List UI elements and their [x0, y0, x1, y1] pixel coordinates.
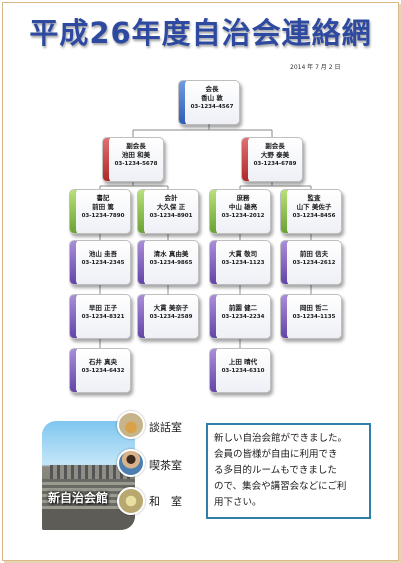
- org-node-member: 石井 真央 03-1234-6432: [69, 348, 131, 393]
- node-color-band: [210, 349, 217, 392]
- node-phone: 03-1234-6789: [253, 161, 297, 167]
- washitsu-icon: [117, 487, 145, 515]
- org-node-member: 大貫 美奈子 03-1234-2589: [137, 294, 199, 339]
- node-phone: 03-1234-9865: [149, 260, 193, 266]
- notice-line: 新しい自治会館ができました。: [214, 433, 348, 444]
- node-name: 大久保 正: [156, 203, 186, 211]
- room-label-japanese-room: 和 室: [149, 495, 182, 508]
- org-node-president: 会長 香山 敦 03-1234-4567: [178, 80, 240, 125]
- node-name: 岡田 哲二: [299, 304, 329, 312]
- issue-date: 2014 年 7 月 2 日: [290, 64, 341, 71]
- node-name: 前田 信夫: [299, 250, 329, 258]
- notice-line: ので、集会や講習会などにご利: [214, 481, 347, 492]
- node-phone: 03-1234-8456: [292, 213, 336, 219]
- node-phone: 03-1234-8321: [81, 314, 125, 320]
- node-role: 副会長: [126, 142, 146, 150]
- node-name: 大貫 敬司: [228, 250, 258, 258]
- notice-box: 新しい自治会館ができました。 会員の皆様が自由に利用でき る多目的ルームもできま…: [206, 423, 371, 519]
- node-color-band: [70, 349, 77, 392]
- node-color-band: [210, 295, 217, 338]
- node-name: 清水 真由美: [153, 250, 189, 258]
- tea-icon: [117, 411, 145, 439]
- node-name: 香山 敦: [201, 94, 223, 102]
- org-node-vice-right: 副会長 大野 泰美 03-1234-6789: [241, 137, 303, 182]
- org-node-secretary: 書記 前田 篤 03-1234-7890: [69, 189, 131, 234]
- node-phone: 03-1234-2012: [221, 213, 265, 219]
- org-node-member: 前園 健二 03-1234-2234: [209, 294, 271, 339]
- node-color-band: [281, 241, 288, 284]
- node-color-band: [70, 241, 77, 284]
- node-name: 中山 雄亮: [228, 203, 258, 211]
- node-phone: 03-1234-8901: [149, 213, 193, 219]
- node-name: 早田 正子: [88, 304, 118, 312]
- node-role: 庶務: [236, 194, 250, 202]
- node-name: 大貫 美奈子: [153, 304, 189, 312]
- community-hall-label: 新自治会館: [48, 491, 109, 505]
- node-role: 副会長: [265, 142, 285, 150]
- node-color-band: [210, 190, 217, 233]
- node-color-band: [179, 81, 186, 124]
- notice-line: る多目的ルームもできました: [214, 465, 337, 476]
- node-phone: 03-1234-1135: [292, 314, 336, 320]
- node-color-band: [138, 190, 145, 233]
- node-color-band: [242, 138, 249, 181]
- node-role: 監査: [307, 194, 321, 202]
- node-name: 上田 晴代: [228, 358, 258, 366]
- building-ground: [42, 509, 135, 530]
- node-name: 前田 篤: [92, 203, 114, 211]
- coffee-icon: [117, 449, 145, 477]
- node-color-band: [70, 190, 77, 233]
- node-color-band: [70, 295, 77, 338]
- node-phone: 03-1234-6310: [221, 368, 265, 374]
- org-node-member: 早田 正子 03-1234-8321: [69, 294, 131, 339]
- node-role: 会長: [205, 85, 219, 93]
- org-node-member: 清水 真由美 03-1234-9865: [137, 240, 199, 285]
- node-color-band: [210, 241, 217, 284]
- node-phone: 03-1234-6432: [81, 368, 125, 374]
- node-color-band: [281, 190, 288, 233]
- node-color-band: [138, 295, 145, 338]
- org-node-member: 前田 信夫 03-1234-2612: [280, 240, 342, 285]
- node-name: 池田 和美: [121, 151, 151, 159]
- node-phone: 03-1234-5678: [114, 161, 158, 167]
- node-phone: 03-1234-2589: [149, 314, 193, 320]
- node-name: 山下 美佐子: [296, 203, 332, 211]
- node-phone: 03-1234-7890: [81, 213, 125, 219]
- node-phone: 03-1234-2612: [292, 260, 336, 266]
- org-node-member: 池山 圭吾 03-1234-2345: [69, 240, 131, 285]
- org-node-member: 岡田 哲二 03-1234-1135: [280, 294, 342, 339]
- org-node-member: 大貫 敬司 03-1234-1123: [209, 240, 271, 285]
- node-name: 池山 圭吾: [88, 250, 118, 258]
- node-name: 大野 泰美: [260, 151, 290, 159]
- page-title: 平成26年度自治会連絡網: [29, 16, 372, 50]
- node-role: 書記: [96, 194, 110, 202]
- room-label-lounge: 談話室: [149, 421, 182, 434]
- room-label-cafe: 喫茶室: [149, 459, 182, 472]
- node-role: 会計: [164, 194, 178, 202]
- org-node-general-affairs: 庶務 中山 雄亮 03-1234-2012: [209, 189, 271, 234]
- notice-line: 用下さい。: [214, 497, 262, 508]
- org-node-auditor: 監査 山下 美佐子 03-1234-8456: [280, 189, 342, 234]
- node-color-band: [281, 295, 288, 338]
- node-color-band: [103, 138, 110, 181]
- node-phone: 03-1234-2345: [81, 260, 125, 266]
- node-phone: 03-1234-1123: [221, 260, 265, 266]
- node-phone: 03-1234-2234: [221, 314, 265, 320]
- notice-line: 会員の皆様が自由に利用でき: [214, 449, 338, 460]
- org-node-vice-left: 副会長 池田 和美 03-1234-5678: [102, 137, 164, 182]
- org-node-member: 上田 晴代 03-1234-6310: [209, 348, 271, 393]
- node-name: 前園 健二: [228, 304, 258, 312]
- node-name: 石井 真央: [88, 358, 118, 366]
- node-phone: 03-1234-4567: [190, 104, 234, 110]
- community-hall-photo: 新自治会館: [42, 421, 135, 530]
- node-color-band: [138, 241, 145, 284]
- org-node-treasurer: 会計 大久保 正 03-1234-8901: [137, 189, 199, 234]
